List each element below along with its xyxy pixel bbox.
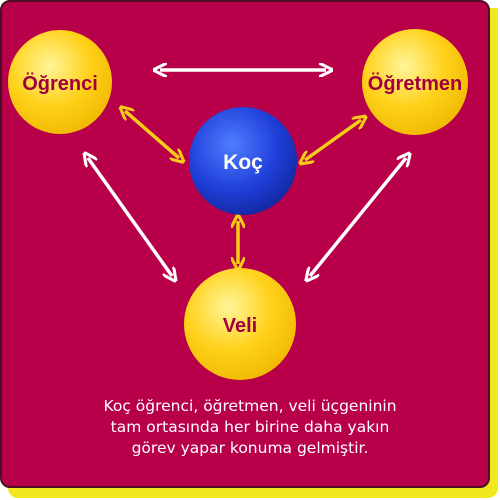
arrow-coach-teacher [305,120,361,160]
caption-text: Koç öğrenci, öğretmen, veli üçgeninin ta… [60,396,440,459]
arrow-teacher-parent [310,158,406,276]
node-student: Öğrenci [8,30,112,134]
node-teacher: Öğretmen [362,29,468,135]
node-coach-label: Koç [223,151,263,174]
caption-line-3: görev yapar konuma gelmiştir. [131,439,369,457]
arrow-student-parent [88,158,172,276]
node-teacher-label: Öğretmen [368,72,462,95]
node-student-label: Öğrenci [22,72,98,95]
arrow-coach-student [125,111,179,158]
node-coach: Koç [189,107,297,215]
node-parent: Veli [184,268,296,380]
node-parent-label: Veli [223,315,257,337]
caption-line-1: Koç öğrenci, öğretmen, veli üçgeninin [103,397,397,415]
caption-line-2: tam ortasında her birine daha yakın [110,418,390,436]
